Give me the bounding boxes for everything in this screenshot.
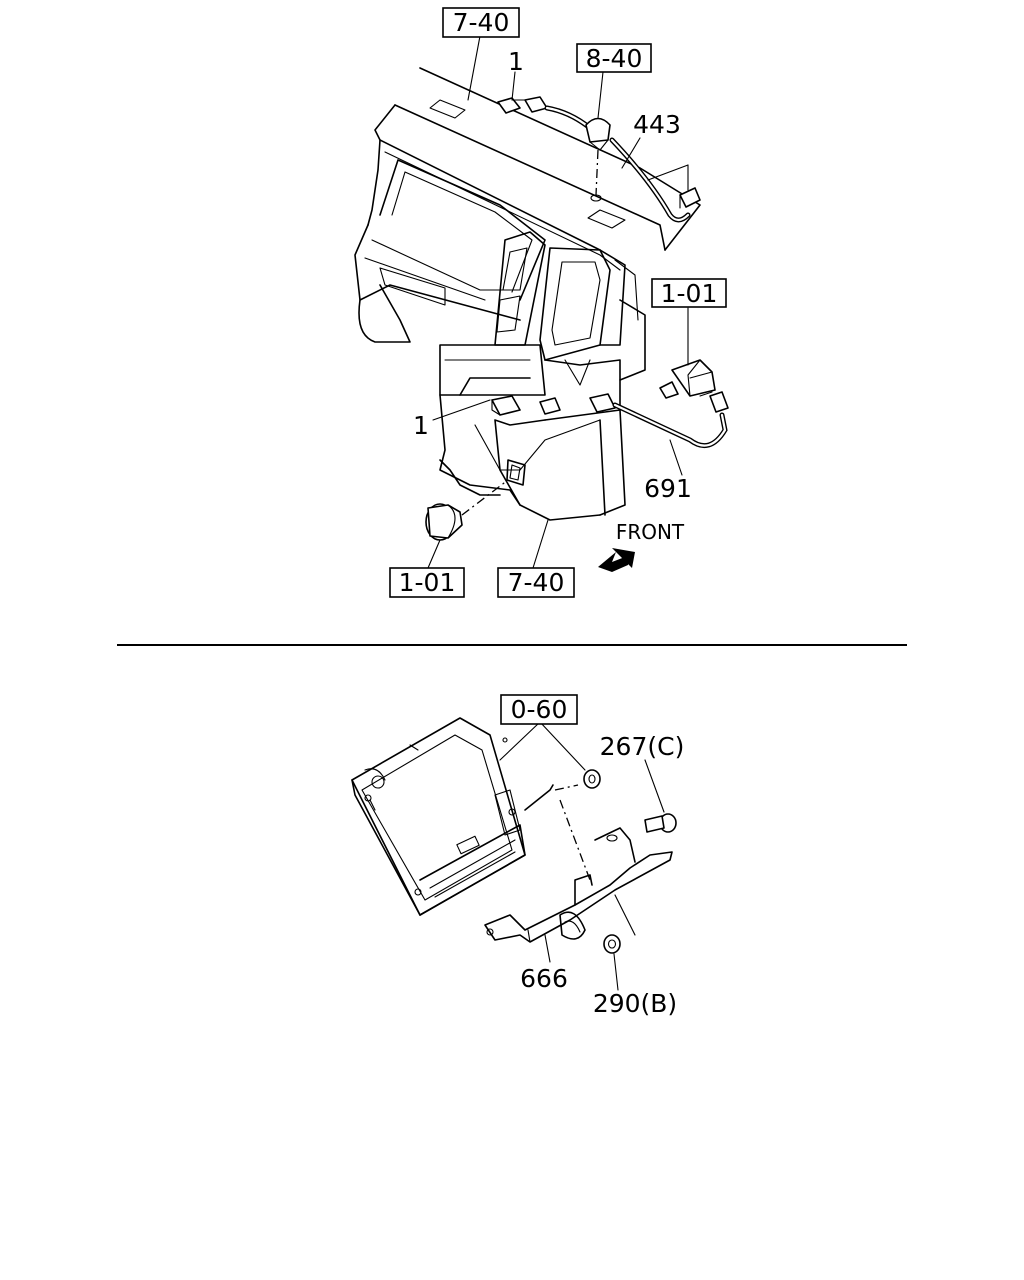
part-label-443[interactable]: 443 — [633, 110, 681, 139]
nut-upper — [583, 769, 601, 789]
dashboard-assembly-view: 7-40 1 8-40 443 1-01 1 691 FRONT 1-01 7-… — [354, 7, 729, 598]
harness-grommet — [585, 117, 611, 202]
ecu-unit-drawing — [351, 717, 526, 916]
part-label-1-left[interactable]: 1 — [413, 411, 429, 440]
part-label-290b[interactable]: 290(B) — [593, 989, 677, 1018]
ecu-bracket-view: 0-60 267(C) 666 290(B) — [351, 694, 685, 1018]
connector-top — [497, 96, 593, 131]
ref-box-1-01-bottom[interactable]: 1-01 — [389, 567, 465, 598]
bolt-267c — [644, 813, 677, 833]
switch-right — [659, 359, 716, 399]
ref-label-7-40-bottom: 7-40 — [508, 568, 565, 597]
ref-box-0-60[interactable]: 0-60 — [500, 694, 578, 725]
ref-box-8-40[interactable]: 8-40 — [576, 43, 652, 73]
nut-290b — [603, 934, 621, 954]
harness-691 — [589, 391, 729, 449]
ref-box-1-01-right[interactable]: 1-01 — [651, 278, 727, 308]
part-label-666[interactable]: 666 — [520, 964, 568, 993]
switch-bottom — [425, 479, 509, 541]
ref-label-1-01-right: 1-01 — [661, 279, 718, 308]
front-label: FRONT — [616, 520, 685, 544]
part-label-1-top[interactable]: 1 — [508, 47, 524, 76]
part-label-691[interactable]: 691 — [644, 474, 692, 503]
ref-label-0-60: 0-60 — [511, 695, 568, 724]
ref-label-1-01-bottom: 1-01 — [399, 568, 456, 597]
ref-box-7-40-top[interactable]: 7-40 — [442, 7, 520, 38]
ref-label-7-40-top: 7-40 — [453, 8, 510, 37]
leader-lines-bottom — [499, 721, 665, 991]
part-label-267c[interactable]: 267(C) — [600, 732, 685, 761]
ref-label-8-40: 8-40 — [586, 44, 643, 73]
instrument-panel-drawing — [354, 67, 701, 521]
bracket-666-drawing — [484, 784, 673, 943]
harness-443 — [609, 137, 701, 223]
front-arrow-icon — [598, 548, 635, 572]
ref-box-7-40-bottom[interactable]: 7-40 — [497, 567, 575, 598]
leader-lines-top — [427, 35, 689, 569]
connector-left — [491, 395, 561, 416]
